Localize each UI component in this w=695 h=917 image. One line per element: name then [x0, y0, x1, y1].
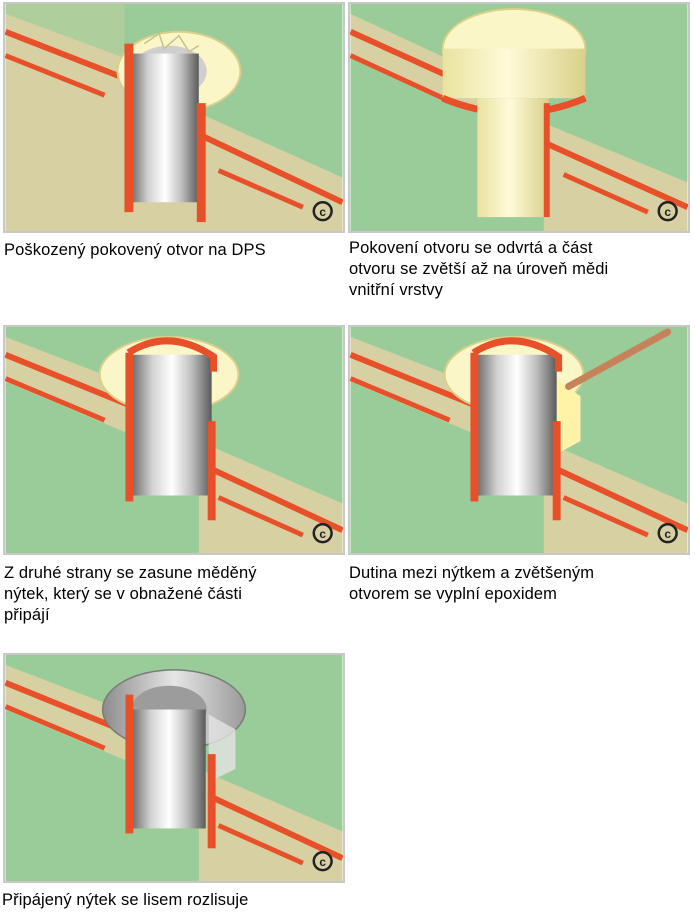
copyright-icon: c — [319, 205, 326, 219]
applicator-stick — [565, 328, 672, 390]
step-4-caption: Dutina mezi nýtkem a zvětšeným otvorem s… — [349, 564, 595, 603]
step-3-image: c — [3, 325, 345, 555]
step-2-caption: Pokovení otvoru se odvrtá a část otvoru … — [349, 239, 609, 299]
epoxy-fill-illustration: c — [350, 327, 688, 553]
step-1-image: c — [3, 2, 345, 233]
step-5-caption: Připájený nýtek se lisem rozlisuje — [2, 891, 249, 909]
damaged-hole-illustration: c — [5, 4, 343, 231]
copyright-icon: c — [664, 205, 671, 219]
step-5-image: c — [3, 653, 345, 883]
copyright-icon: c — [664, 527, 671, 541]
drilled-hole-illustration: c — [350, 4, 688, 231]
step-3-caption: Z druhé strany se zasune měděný nýtek, k… — [4, 564, 257, 624]
step-4-image: c — [348, 325, 690, 555]
step-1-caption: Poškozený pokovený otvor na DPS — [4, 241, 266, 259]
step-2-image: c — [348, 2, 690, 233]
inserted-rivet-illustration: c — [5, 327, 343, 553]
copyright-icon: c — [319, 855, 326, 869]
pressed-rivet-illustration: c — [5, 655, 343, 881]
copyright-icon: c — [319, 527, 326, 541]
